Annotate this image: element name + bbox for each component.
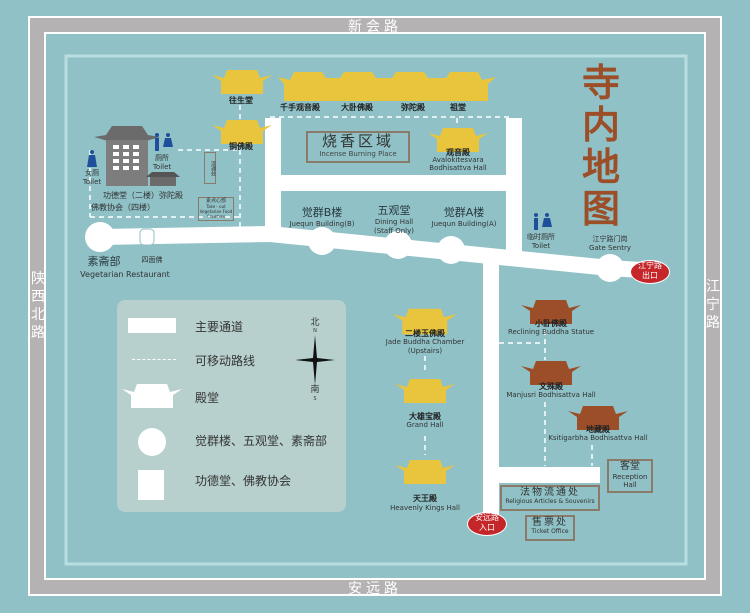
ticket-en: Ticket Office [531, 527, 569, 535]
reception-en1: Reception [612, 472, 648, 481]
hall-yufo-en2: (Upstairs) [407, 347, 443, 355]
compass-north-en: N [313, 328, 317, 334]
legend-movable-route: 可移动路线 [195, 354, 256, 368]
exit-label-1: 江宁路 [638, 261, 662, 270]
legend-buildings: 觉群楼、五观堂、素斋部 [195, 434, 328, 448]
road-name-west: 陕西北路 [31, 271, 45, 341]
ticket-office[interactable]: 售票处 Ticket Office [525, 515, 575, 541]
incense-cn: 烧香区域 [321, 132, 394, 150]
snack-counter[interactable]: 素点心部 Take - out Vegetarian Food Counters [198, 197, 234, 221]
incense-en: Incense Burning Place [319, 150, 397, 159]
articles-cn: 法物流通处 [520, 487, 580, 498]
juequn-a[interactable]: 觉群A楼 [443, 206, 485, 219]
simian-buddha[interactable]: 四面佛 [141, 256, 163, 264]
jiangning-exit[interactable]: 江宁路 出口 [630, 260, 670, 284]
toilet-icons [87, 133, 552, 230]
hall-mituo[interactable]: 弥陀殿 [401, 102, 425, 112]
map-title: 寺内地图 [581, 60, 620, 231]
gongde-building-icon [94, 126, 180, 186]
wuguan-en2: (Staff Only) [373, 227, 415, 235]
temp-toilet-en: Toilet [531, 242, 551, 250]
hall-yufo-en: Jade Buddha Chamber [385, 338, 465, 346]
hall-wenshu-en: Manjusri Bodhisattva Hall [506, 391, 596, 399]
legend-hall: 殿堂 [195, 391, 220, 405]
entrance-label-2: 入口 [479, 523, 495, 532]
snack-en: Take - out Vegetarian Food Counters [199, 204, 233, 219]
hall-xiaowo-en: Reclining Buddha Statue [507, 328, 595, 336]
legend-gongde: 功德堂、佛教协会 [195, 474, 292, 488]
temp-toilet[interactable]: 临时厕所 [527, 233, 555, 241]
legend-hall-icon [122, 384, 182, 408]
legend-building-icon [138, 470, 164, 500]
vegetarian-restaurant[interactable]: 素斋部 [87, 255, 121, 268]
legend: 主要通道 可移动路线 殿堂 觉群楼、五观堂、素斋部 功德堂、佛教协会 北 N 南… [117, 300, 346, 512]
building-markers [85, 222, 624, 282]
hall-zutang[interactable]: 祖堂 [450, 102, 466, 112]
hall-yufo[interactable]: 二楼玉佛殿 [405, 328, 445, 338]
hall-guanyin[interactable]: 观音殿 [446, 147, 470, 157]
movable-routes [89, 105, 593, 466]
women-toilet[interactable]: 女厕 [85, 169, 99, 177]
articles-en: Religious Articles & Souvenirs [505, 497, 595, 505]
gate-sentry[interactable]: 江宁路门岗 [592, 235, 628, 243]
compass-south-en: S [313, 396, 317, 402]
road-name-north: 新会路 [348, 19, 402, 35]
hall-tongfo[interactable]: 铜佛殿 [229, 141, 253, 151]
hall-dizang[interactable]: 地藏殿 [586, 424, 610, 434]
reception-hall[interactable]: 客堂 Reception Hall [607, 459, 653, 493]
hall-guanyin-en: Avalokitesvara Bodhisattva Hall [429, 156, 487, 172]
entrance-label-1: 安远路 [475, 513, 499, 522]
compass-south: 南 [310, 385, 320, 395]
hall-wangsheng[interactable]: 往生堂 [229, 95, 253, 105]
wuguan-en: Dining Hall [374, 218, 414, 226]
exit-label-2: 出口 [642, 271, 658, 280]
religious-articles[interactable]: 法物流通处 Religious Articles & Souvenirs [500, 485, 600, 511]
reception-en2: Hall [623, 480, 637, 489]
legend-main-road-swatch [128, 318, 176, 333]
liutong-small[interactable]: 流通处 [204, 152, 216, 184]
juequn-b-en: Juequn Building(B) [289, 220, 355, 228]
women-toilet-en: Toilet [82, 178, 102, 186]
vegetarian-restaurant-en: Vegetarian Restaurant [80, 270, 170, 279]
incense-area[interactable]: 烧香区域 Incense Burning Place [306, 131, 410, 163]
road-name-south: 安远路 [348, 581, 402, 597]
hall-qianshou[interactable]: 千手观音殿 [280, 102, 320, 112]
hall-dawo[interactable]: 大卧佛殿 [341, 102, 373, 112]
hall-daxiong[interactable]: 大雄宝殿 [409, 411, 441, 421]
legend-circle-icon [138, 428, 166, 456]
reception-cn: 客堂 [620, 461, 640, 472]
hall-tianwang-en: Heavenly Kings Hall [390, 504, 460, 512]
hall-tianwang[interactable]: 天王殿 [413, 493, 437, 503]
yellow-halls [212, 70, 496, 484]
legend-main-road: 主要通道 [195, 320, 244, 334]
buddhist-association[interactable]: 佛教协会（四楼） [91, 203, 155, 212]
road-name-east: 江宁路 [706, 279, 720, 331]
ticket-cn: 售票处 [532, 517, 568, 528]
juequn-b[interactable]: 觉群B楼 [301, 206, 343, 219]
hall-dizang-en: Ksitigarbha Bodhisattva Hall [548, 434, 648, 442]
hall-xiaowo[interactable]: 小卧佛殿 [535, 318, 567, 328]
gongde-hall[interactable]: 功德堂（二楼）弥陀殿 [103, 191, 183, 200]
legend-route-swatch [132, 359, 176, 360]
hall-daxiong-en: Grand Hall [406, 421, 444, 429]
gate-sentry-en: Gate Sentry [589, 244, 631, 252]
hall-wenshu[interactable]: 文殊殿 [539, 381, 563, 391]
anyuan-entrance[interactable]: 安远路 入口 [467, 512, 507, 536]
snack-cn: 素点心部 [205, 198, 226, 204]
toilet[interactable]: 厕所 [155, 154, 169, 162]
wuguan[interactable]: 五观堂 [377, 204, 411, 217]
toilet-en: Toilet [152, 163, 172, 171]
juequn-a-en: Juequn Building(A) [431, 220, 497, 228]
compass-north: 北 [310, 318, 320, 328]
